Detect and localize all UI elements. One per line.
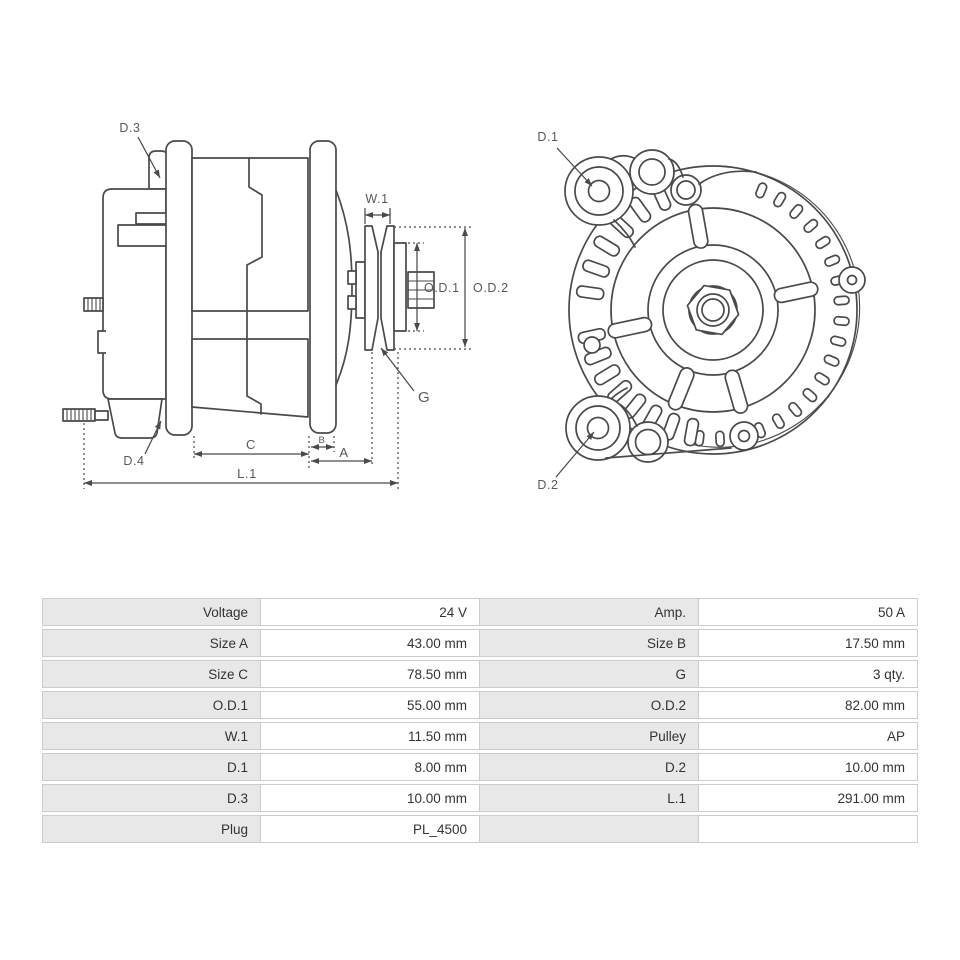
technical-drawing: W.1 O.D.1 O.D.2 G C B [62, 121, 866, 492]
dim-label-c: C [246, 437, 256, 452]
dim-label-b: B [319, 435, 326, 446]
spec-value-cell: 11.50 mm [261, 722, 480, 750]
spec-value-cell: 17.50 mm [699, 629, 918, 657]
spec-label-cell: Pulley [480, 722, 699, 750]
side-view-dimensions: W.1 O.D.1 O.D.2 G C B [83, 121, 509, 489]
spec-label-cell: G [480, 660, 699, 688]
spec-value-cell: 82.00 mm [699, 691, 918, 719]
spec-label-cell: O.D.1 [42, 691, 261, 719]
spec-value-cell: 50 A [699, 598, 918, 626]
spec-value-cell [699, 815, 918, 843]
spec-label-cell [480, 815, 699, 843]
dim-label-g: G [418, 389, 430, 406]
spec-value-cell: 291.00 mm [699, 784, 918, 812]
spec-label-cell: L.1 [480, 784, 699, 812]
shaft-center-hole [701, 298, 725, 322]
spec-label-cell: D.3 [42, 784, 261, 812]
dim-label-d2: D.2 [537, 478, 558, 492]
spec-value-cell: 43.00 mm [261, 629, 480, 657]
spec-value-cell: 55.00 mm [261, 691, 480, 719]
spec-label-cell: Size A [42, 629, 261, 657]
spec-label-cell: Plug [42, 815, 261, 843]
side-view-body [165, 140, 366, 436]
spec-value-cell: 8.00 mm [261, 753, 480, 781]
spec-value-cell: 10.00 mm [699, 753, 918, 781]
spec-value-cell: PL_4500 [261, 815, 480, 843]
front-view-dimensions: D.1 D.2 [537, 130, 595, 492]
dim-label-d1: D.1 [537, 130, 558, 144]
spec-label-cell: D.2 [480, 753, 699, 781]
spec-label-cell: O.D.2 [480, 691, 699, 719]
dim-label-a: A [339, 445, 348, 460]
dim-label-d3: D.3 [119, 121, 140, 135]
mounting-hole-d1 [587, 179, 611, 203]
spec-label-cell: Amp. [480, 598, 699, 626]
spec-value-cell: 3 qty. [699, 660, 918, 688]
dim-label-od2: O.D.2 [473, 281, 509, 295]
spec-value-cell: 10.00 mm [261, 784, 480, 812]
front-view-spokes [607, 203, 819, 414]
side-view: W.1 O.D.1 O.D.2 G C B [62, 121, 509, 489]
dim-label-d4: D.4 [123, 454, 144, 468]
front-view: D.1 D.2 [537, 130, 866, 492]
spec-label-cell: Size B [480, 629, 699, 657]
dim-label-l1: L.1 [237, 466, 257, 481]
front-view-mounting-ears [564, 149, 866, 463]
spec-label-cell: W.1 [42, 722, 261, 750]
spec-label-cell: Voltage [42, 598, 261, 626]
spec-value-cell: 78.50 mm [261, 660, 480, 688]
dim-label-od1: O.D.1 [424, 281, 460, 295]
spec-label-cell: D.1 [42, 753, 261, 781]
spec-value-cell: AP [699, 722, 918, 750]
spec-label-cell: Size C [42, 660, 261, 688]
dim-label-w1: W.1 [365, 192, 388, 206]
spec-value-cell: 24 V [261, 598, 480, 626]
side-view-rear-housing [62, 150, 169, 439]
